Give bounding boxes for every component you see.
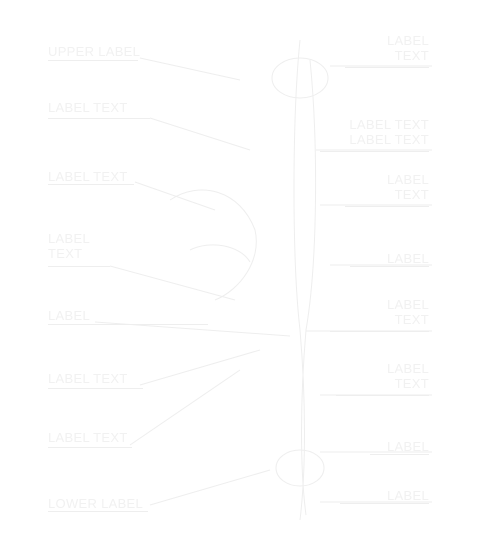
left-label-1: Upper Label: [48, 44, 140, 59]
left-label-8: Lower Label: [48, 496, 143, 511]
right-label-5-line-2: Text: [394, 312, 429, 327]
left-label-5-line-1: Label: [48, 308, 90, 323]
left-label-7-line-1: Label Text: [48, 430, 128, 445]
right-label-6-line-2: Text: [394, 376, 429, 391]
central-structure-inner: [301, 59, 317, 516]
right-label-2-line-1: Label Text: [349, 117, 429, 132]
right-label-6-line-1: Label: [387, 361, 429, 376]
lower-oval: [275, 449, 325, 487]
left-label-4-line-1: Label: [48, 231, 90, 246]
left-rule-8: [48, 511, 148, 512]
right-label-6: Label Text: [387, 361, 429, 391]
upper-oval: [271, 57, 329, 99]
left-rule-2: [48, 118, 150, 119]
leader-left-3: [134, 181, 216, 211]
right-label-4-line-1: Label: [387, 251, 429, 266]
left-label-3-line-1: Label Text: [48, 169, 128, 184]
left-rule-7: [48, 447, 132, 448]
right-label-3-line-2: Text: [394, 187, 429, 202]
right-label-5-line-1: Label: [387, 297, 429, 312]
left-rule-4: [48, 266, 110, 267]
right-label-1-line-2: Text: [394, 48, 429, 63]
left-label-6: Label Text: [48, 371, 128, 386]
right-label-1-line-1: Label: [387, 33, 429, 48]
right-rule-8: [340, 503, 429, 504]
right-rule-2: [320, 151, 429, 152]
right-label-3-line-1: Label: [387, 172, 429, 187]
left-label-3: Label Text: [48, 169, 128, 184]
right-label-8-line-1: Label: [387, 488, 429, 503]
right-label-8: Label: [387, 488, 429, 503]
left-label-5: Label: [48, 308, 90, 323]
left-label-2-line-1: Label Text: [48, 100, 128, 115]
leader-left-2: [149, 117, 251, 151]
left-rule-1: [48, 60, 138, 61]
central-structure: [293, 39, 305, 521]
right-label-4: Label: [387, 251, 429, 266]
right-label-2-line-2: Label Text: [349, 132, 429, 147]
right-rule-7: [370, 454, 429, 455]
right-label-3: Label Text: [387, 172, 429, 202]
leader-left-1: [139, 57, 241, 81]
left-rule-5: [48, 324, 208, 325]
left-rule-3: [48, 184, 134, 185]
right-rule-1: [345, 67, 429, 68]
left-label-2: Label Text: [48, 100, 128, 115]
leader-left-8: [149, 469, 271, 506]
side-shape: [169, 189, 257, 301]
right-label-1: Label Text: [387, 33, 429, 63]
right-label-7: Label: [387, 439, 429, 454]
right-rule-3: [345, 206, 429, 207]
left-label-6-line-1: Label Text: [48, 371, 128, 386]
left-label-1-line-1: Upper Label: [48, 44, 141, 59]
side-shape-2: [189, 244, 251, 263]
leader-left-7: [129, 369, 241, 446]
right-label-5: Label Text: [387, 297, 429, 327]
right-rule-4: [350, 266, 429, 267]
right-rule-5: [330, 331, 429, 332]
leader-left-6: [139, 349, 261, 386]
left-label-4: Label Text: [48, 231, 90, 261]
left-label-8-line-1: Lower Label: [48, 496, 144, 511]
right-label-2: Label Text Label Text: [349, 117, 429, 147]
right-label-7-line-1: Label: [387, 439, 429, 454]
leader-left-4: [109, 265, 236, 301]
left-rule-6: [48, 388, 143, 389]
left-label-7: Label Text: [48, 430, 128, 445]
right-rule-6: [336, 395, 429, 396]
left-label-4-line-2: Text: [48, 246, 83, 261]
